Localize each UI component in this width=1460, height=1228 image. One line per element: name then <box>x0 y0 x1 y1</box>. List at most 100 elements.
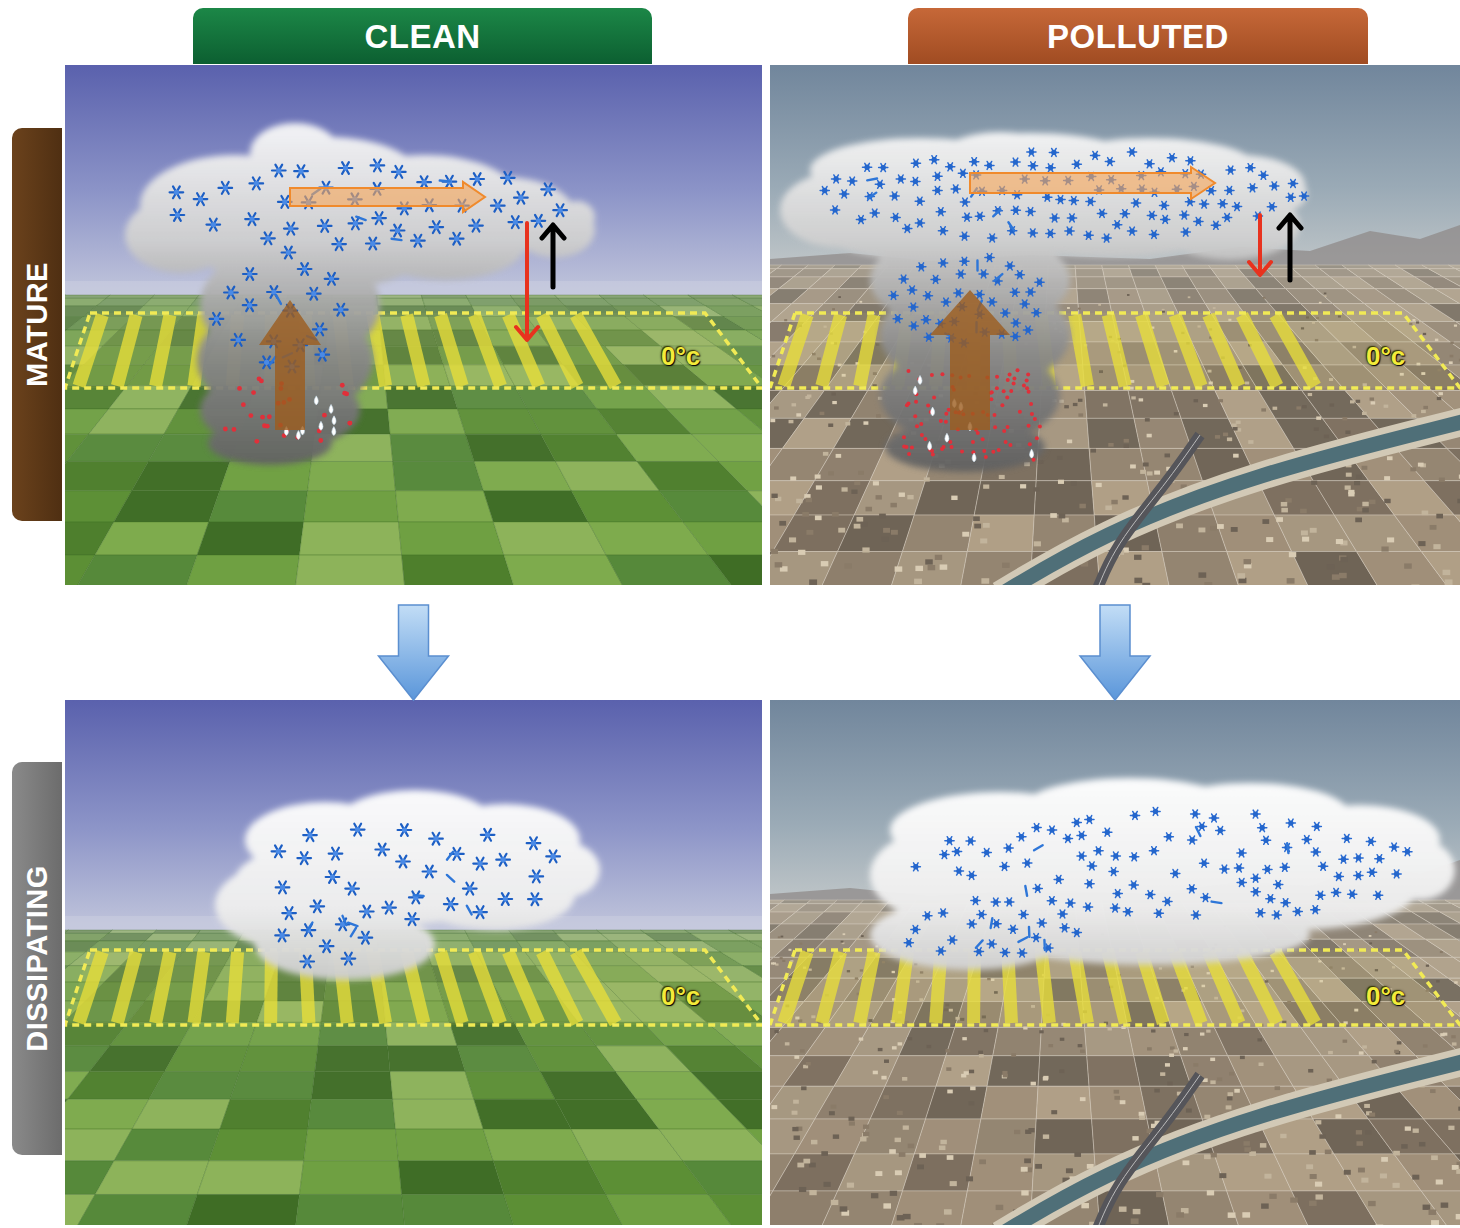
plane-stripe <box>822 315 841 386</box>
crystal-arm <box>1270 203 1275 211</box>
crystal-core <box>1030 230 1035 235</box>
crystal-arm <box>914 159 919 167</box>
crystal-core <box>1147 161 1152 166</box>
ice-crystal <box>938 227 947 235</box>
house <box>836 454 842 458</box>
crystal-arm <box>281 196 288 208</box>
crystal-core <box>891 293 896 298</box>
crystal-arm <box>1134 199 1139 207</box>
crystal-arm <box>415 235 422 247</box>
ice-crystal <box>1288 180 1297 188</box>
crystal-arm <box>924 316 929 324</box>
crystal-arm <box>473 220 480 232</box>
crystal-arm <box>899 175 904 183</box>
ice-crystal <box>856 216 865 224</box>
crystal-core <box>320 352 325 357</box>
crystal-arm <box>1013 332 1018 340</box>
crystal-arm <box>1028 288 1033 296</box>
crystal-core <box>1169 155 1174 160</box>
ice-crystal <box>171 209 185 221</box>
ground-field <box>295 555 405 585</box>
crystal-core <box>1048 165 1053 170</box>
ground-field <box>513 298 566 305</box>
crystal-arm <box>834 175 839 183</box>
freezing-plane <box>770 313 1460 388</box>
house <box>823 452 829 456</box>
ground-field <box>1087 418 1140 448</box>
crystal-core <box>395 228 400 233</box>
plane-stripe <box>1208 315 1239 386</box>
house <box>1362 412 1367 415</box>
crystal-arm <box>881 164 886 172</box>
ice-crystal <box>491 200 505 212</box>
updraft-arrow <box>259 300 321 430</box>
ice-crystal <box>1270 182 1279 190</box>
crystal-arm <box>1152 230 1157 238</box>
ice-crystal <box>1035 278 1044 286</box>
crystal-core <box>962 259 967 264</box>
crystal-core <box>1069 215 1074 220</box>
crystal-arm <box>376 212 383 224</box>
ground-field <box>719 461 762 490</box>
crystal-arm <box>1031 229 1036 237</box>
ground-field <box>1428 304 1460 322</box>
crystal-arm <box>1026 326 1031 334</box>
ice-crystal <box>863 163 872 171</box>
ice-crystal <box>1225 186 1234 194</box>
crystal-arm <box>956 289 961 297</box>
crystal-core <box>1074 162 1079 167</box>
house <box>1301 530 1308 535</box>
crystal-arm <box>941 259 946 267</box>
ground-field <box>422 298 471 305</box>
house <box>796 499 802 503</box>
crystal-core <box>1052 215 1057 220</box>
crystal-arm <box>965 213 970 221</box>
crystal-arm <box>246 299 253 311</box>
ice-crystal <box>372 212 386 224</box>
ice-crystal <box>909 303 918 311</box>
crystal-core <box>926 335 931 340</box>
crystal-arm <box>265 232 272 244</box>
crystal-arm <box>850 177 855 185</box>
crystal-arm <box>1134 199 1139 207</box>
ice-crystal <box>1246 164 1255 172</box>
canal-bank <box>1000 420 1460 585</box>
house <box>838 296 841 298</box>
house <box>1371 401 1376 404</box>
house <box>928 565 936 570</box>
crystal-core <box>1067 228 1072 233</box>
crystal-arm <box>301 263 308 275</box>
crystal-core <box>987 163 992 168</box>
house <box>820 412 825 415</box>
ice-crystal <box>970 158 979 166</box>
ground-field <box>1157 269 1189 277</box>
crystal-arm <box>1228 166 1233 174</box>
crystal-core <box>956 290 961 295</box>
house <box>1219 399 1224 402</box>
crystal-core <box>909 287 914 292</box>
crystal-arm <box>352 218 359 230</box>
house <box>1289 552 1296 557</box>
house <box>790 476 796 480</box>
ice-crystal <box>923 292 932 300</box>
crystal-core <box>962 234 967 239</box>
crystal-arm <box>1052 214 1057 222</box>
crystal-arm <box>1214 221 1219 229</box>
ground-field <box>688 295 739 298</box>
house <box>1454 325 1457 327</box>
ground-field <box>468 298 519 305</box>
crystal-arm <box>1070 214 1075 222</box>
crystal-arm <box>222 182 229 194</box>
house <box>1287 578 1295 584</box>
crystal-arm <box>1130 148 1135 156</box>
crystal-core <box>1071 198 1076 203</box>
crystal-arm <box>1123 210 1128 218</box>
house <box>879 514 886 519</box>
ice-crystal <box>1167 154 1176 162</box>
crystal-arm <box>959 270 964 278</box>
house <box>1430 525 1437 530</box>
crystal-arm <box>1228 166 1233 174</box>
ground-field <box>1448 265 1460 269</box>
ice-crystal <box>896 175 905 183</box>
house <box>1248 440 1253 444</box>
